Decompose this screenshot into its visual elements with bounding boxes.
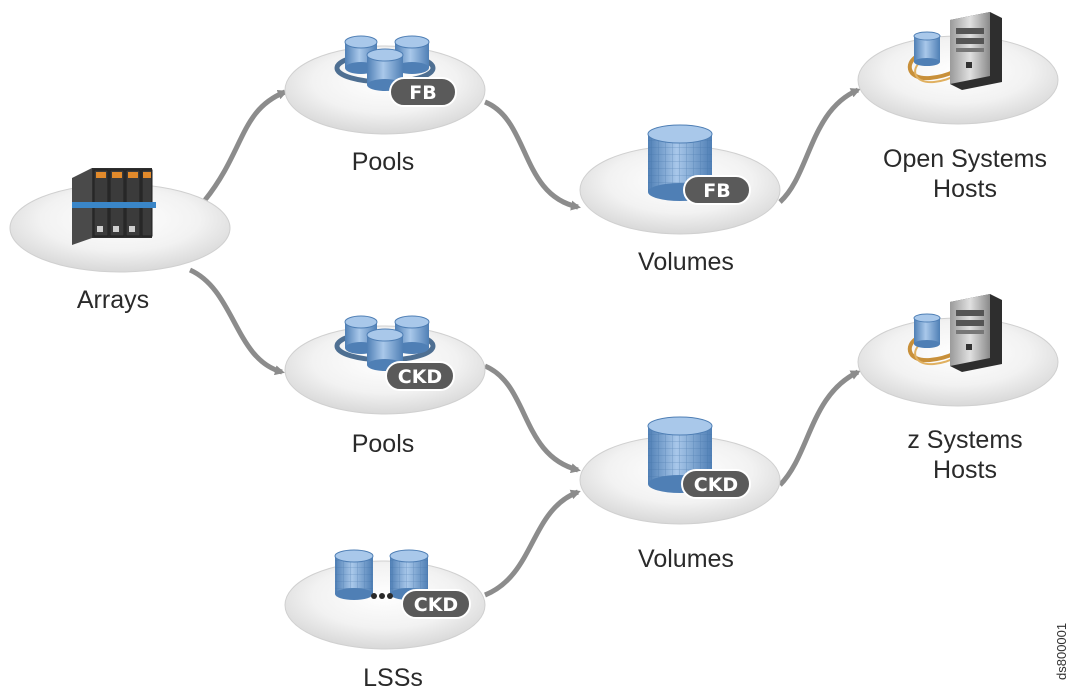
- arrow-pools-ckd-to-volumes-ckd: [483, 363, 581, 474]
- disk-pool-icon: [334, 315, 436, 371]
- server-tower-icon: [907, 294, 1002, 372]
- node-label: Pools: [352, 430, 415, 458]
- badge-label: FB: [703, 180, 730, 202]
- node-pools-fb: FB Pools: [284, 35, 486, 176]
- node-volumes-ckd: CKD Volumes: [579, 416, 781, 573]
- node-arrays: Arrays: [9, 168, 231, 314]
- ckd-badge: CKD: [401, 589, 471, 619]
- volume-cylinder-icon: [647, 124, 713, 201]
- node-volumes-fb: FB Volumes: [579, 124, 781, 276]
- node-lss: CKD LSSs: [284, 549, 486, 690]
- node-label-line1: z Systems: [907, 426, 1022, 454]
- arrow-volumes-ckd-to-z-hosts: [778, 369, 861, 487]
- arrow-volumes-fb-to-open-hosts: [778, 87, 861, 204]
- node-open-systems-hosts: Open Systems Hosts: [857, 12, 1059, 203]
- ckd-badge: CKD: [681, 469, 751, 499]
- arrow-arrays-to-pools-fb: [203, 89, 288, 202]
- server-tower-icon: [907, 12, 1002, 90]
- ckd-badge: CKD: [385, 361, 455, 391]
- badge-label: CKD: [694, 474, 738, 496]
- arrow-pools-fb-to-volumes-fb: [483, 99, 581, 211]
- disk-pool-icon: [334, 35, 436, 91]
- node-label-line2: Hosts: [933, 456, 997, 484]
- node-label: Volumes: [638, 545, 734, 573]
- arrow-lss-to-volumes-ckd: [484, 489, 581, 598]
- node-label: Pools: [352, 148, 415, 176]
- badge-label: CKD: [414, 594, 458, 616]
- node-label-line1: Open Systems: [883, 145, 1047, 173]
- node-label: Volumes: [638, 248, 734, 276]
- fb-badge: FB: [389, 77, 457, 107]
- node-z-systems-hosts: z Systems Hosts: [857, 294, 1059, 484]
- node-label: LSSs: [363, 664, 423, 690]
- document-id: ds800001: [1054, 623, 1069, 680]
- flow-arrows: [188, 87, 861, 598]
- badge-label: CKD: [398, 366, 442, 388]
- node-pools-ckd: CKD Pools: [284, 315, 486, 458]
- arrow-arrays-to-pools-ckd: [188, 267, 285, 376]
- node-label-line2: Hosts: [933, 175, 997, 203]
- fb-badge: FB: [683, 175, 751, 205]
- storage-enclosure-icon: [72, 168, 156, 245]
- node-label: Arrays: [77, 286, 149, 314]
- badge-label: FB: [409, 82, 436, 104]
